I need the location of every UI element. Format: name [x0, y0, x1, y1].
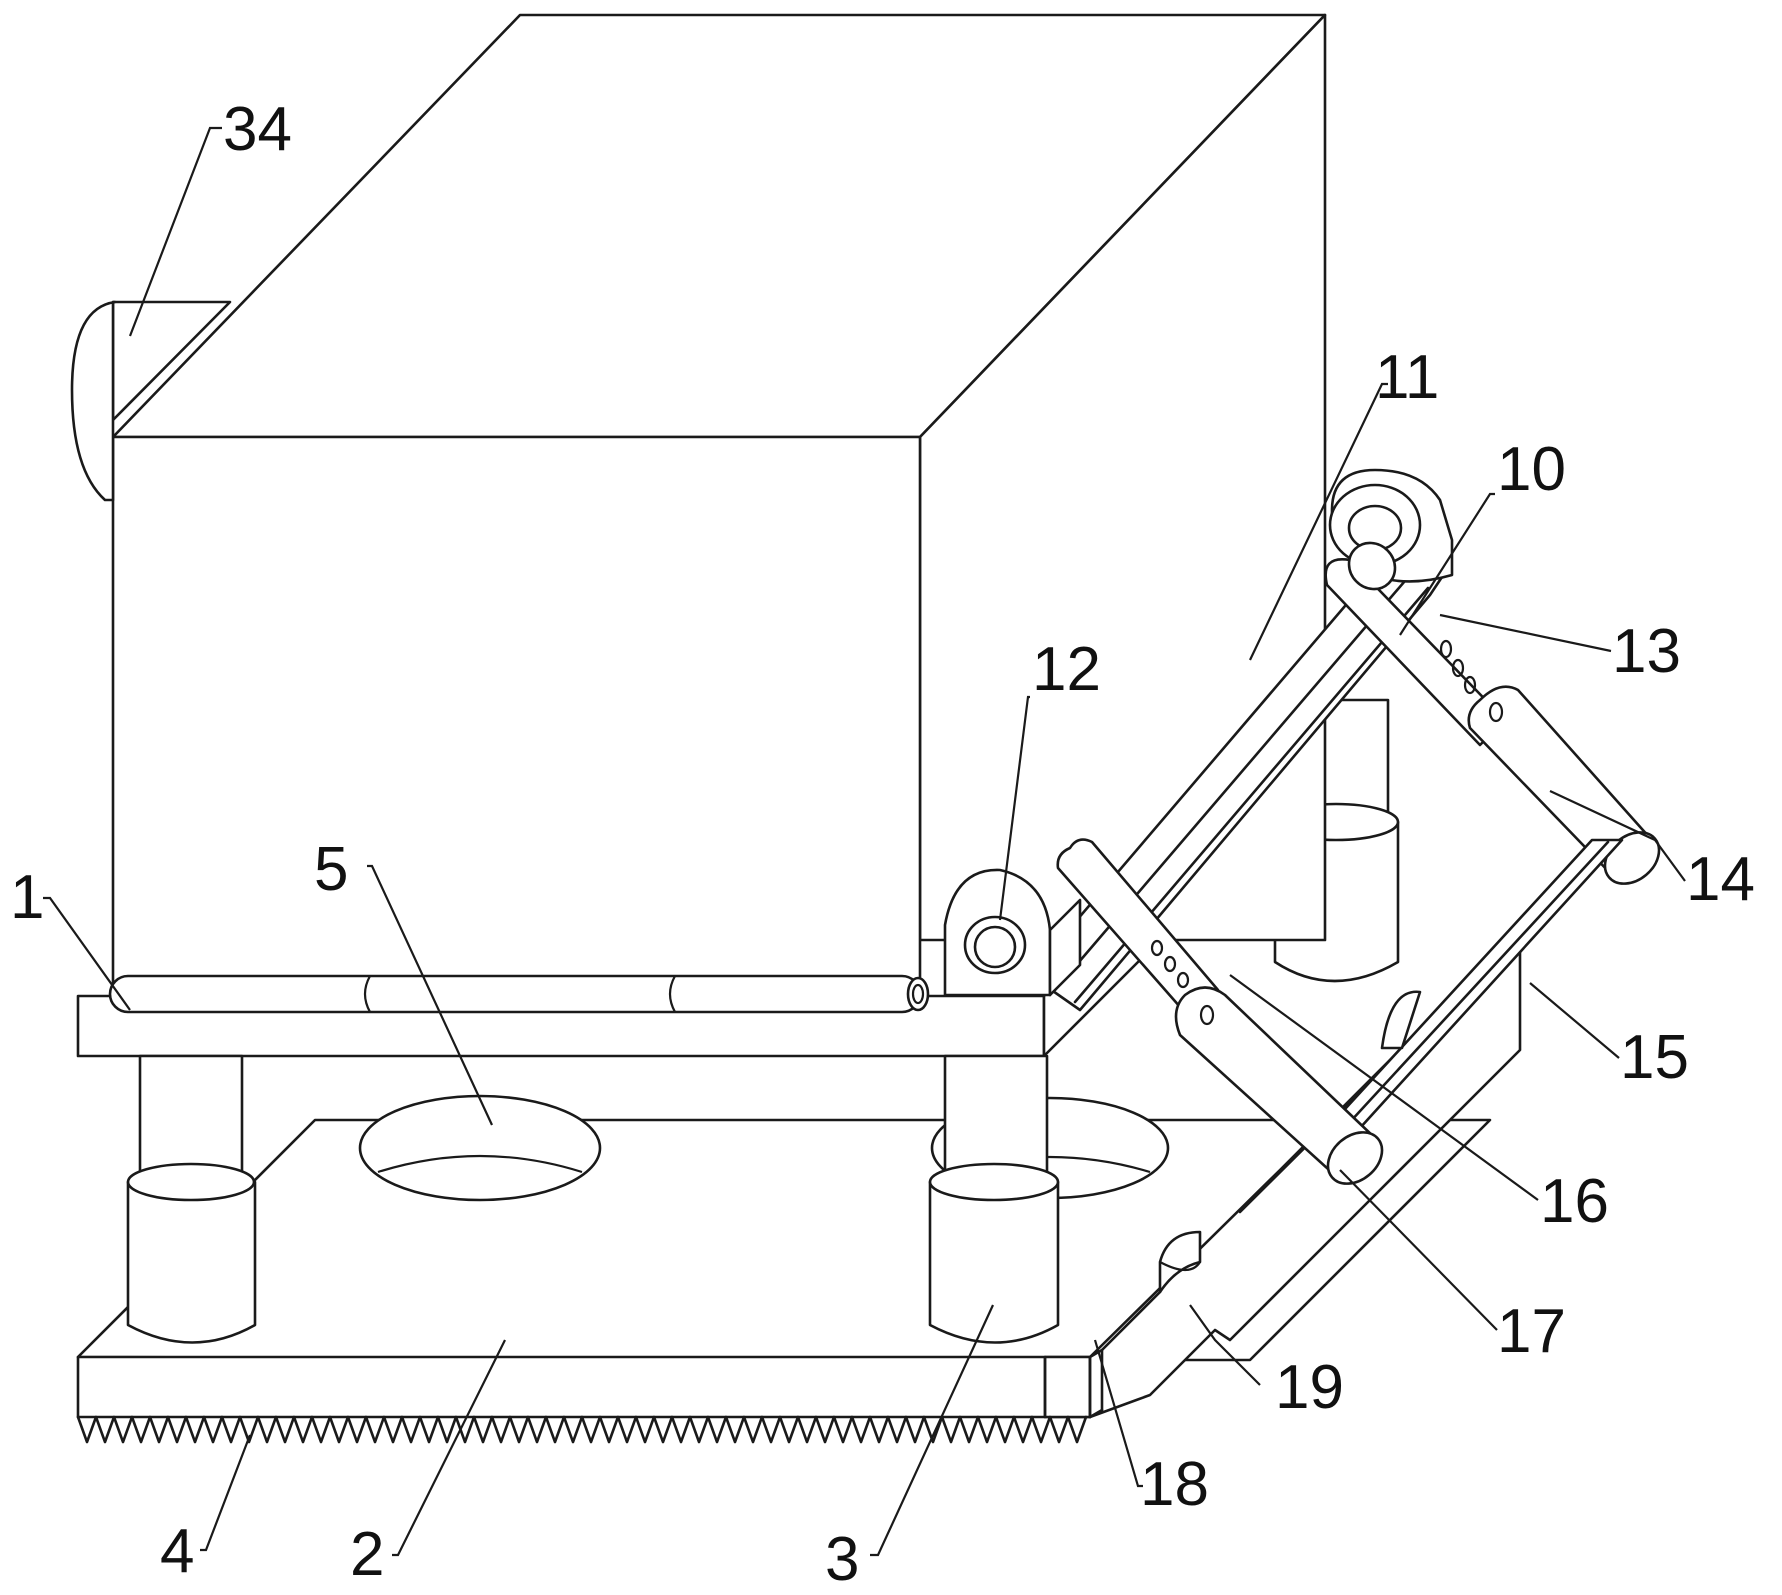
upper-arm — [1324, 541, 1507, 747]
saw-teeth — [76, 1415, 1088, 1444]
label-1: 1 — [10, 863, 44, 932]
right-leg — [928, 1054, 1060, 1344]
label-14: 14 — [1686, 845, 1755, 914]
label-13: 13 — [1612, 617, 1681, 686]
shaft-rod — [108, 974, 930, 1014]
lower-telescopic — [1174, 986, 1384, 1185]
roller — [1380, 990, 1422, 1050]
label-15: 15 — [1620, 1023, 1689, 1092]
upper-telescopic — [1467, 685, 1661, 885]
label-34: 34 — [223, 95, 292, 164]
reference-labels: 34 11 10 12 13 14 1 5 15 16 17 19 18 4 2… — [10, 95, 1755, 1594]
housing-box — [111, 13, 1327, 999]
left-leg — [126, 1054, 257, 1344]
notch — [1158, 1230, 1202, 1294]
motor-cylinder — [70, 300, 232, 502]
label-4: 4 — [160, 1517, 194, 1586]
label-12: 12 — [1032, 635, 1101, 704]
label-17: 17 — [1497, 1297, 1566, 1366]
leader-lines — [43, 126, 1686, 1557]
label-2: 2 — [350, 1520, 384, 1589]
label-11: 11 — [1375, 343, 1439, 412]
label-16: 16 — [1540, 1167, 1609, 1236]
hinge-bracket-lower — [943, 868, 1082, 997]
label-18: 18 — [1140, 1450, 1209, 1519]
label-5: 5 — [314, 835, 348, 904]
label-3: 3 — [825, 1525, 859, 1594]
label-19: 19 — [1275, 1353, 1344, 1422]
label-10: 10 — [1497, 435, 1566, 504]
